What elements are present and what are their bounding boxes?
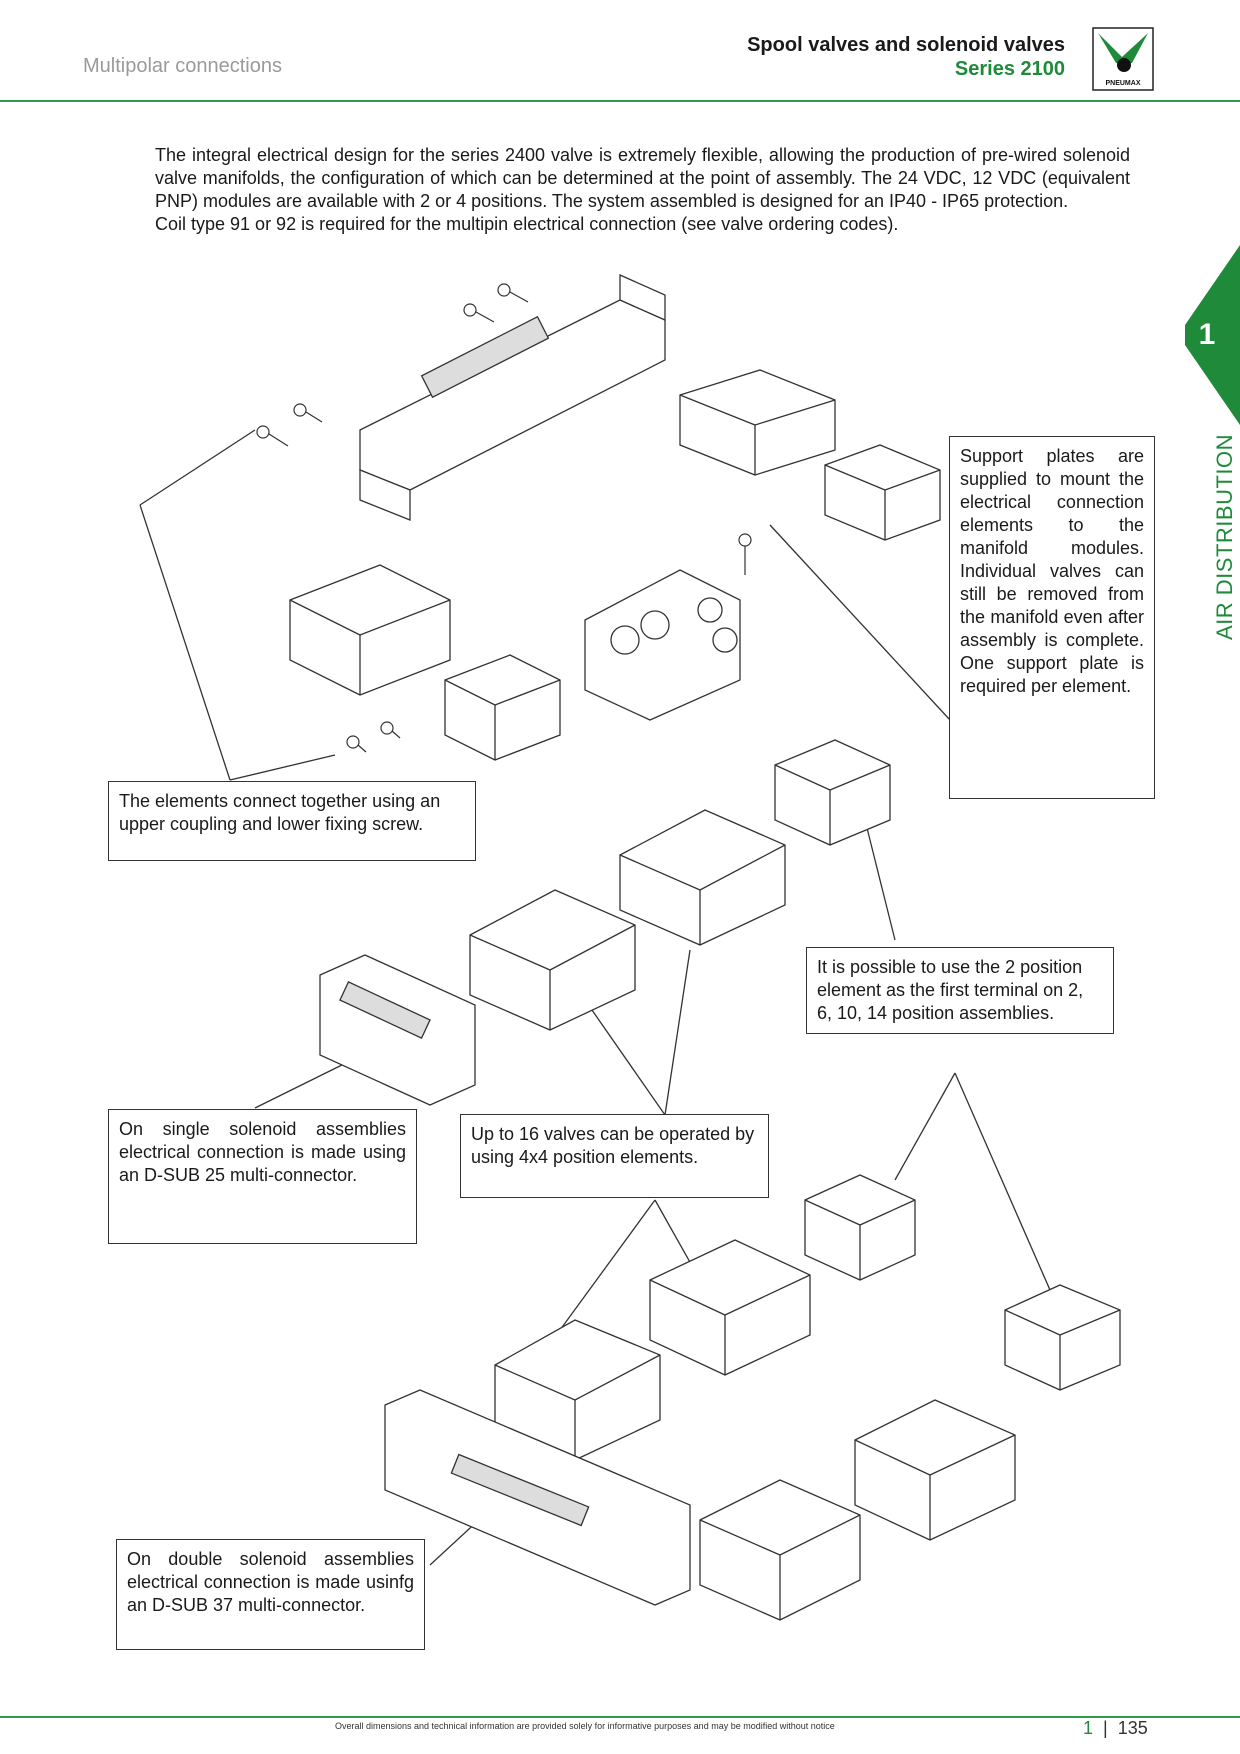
- logo-text: PNEUMAX: [1105, 80, 1140, 87]
- exploded-assembly-drawing: [139, 273, 1121, 1621]
- leader-line: [954, 1072, 1051, 1291]
- leader-line: [139, 429, 256, 506]
- leader-line: [894, 1072, 956, 1181]
- leader-line: [254, 1059, 353, 1109]
- connection-elements: [289, 369, 941, 761]
- intro-paragraph-2: Coil type 91 or 92 is required for the m…: [155, 214, 899, 234]
- header-title: Spool valves and solenoid valves Series …: [747, 33, 1065, 81]
- callout-single-solenoid: On single solenoid assemblies electrical…: [108, 1109, 417, 1244]
- leader-line: [664, 949, 691, 1116]
- intro-paragraph-1: The integral electrical design for the s…: [155, 145, 1130, 211]
- chapter-number: 1: [1198, 318, 1216, 351]
- dsub25-connector: [319, 954, 476, 1106]
- header-rule: [0, 100, 1240, 102]
- header-title-line1: Spool valves and solenoid valves: [747, 34, 1065, 56]
- leader-line: [769, 524, 951, 721]
- header-series: Series 2100: [954, 58, 1065, 80]
- footer-page: 135: [1117, 1718, 1148, 1738]
- leader-line: [139, 504, 231, 781]
- page-number: 1 | 135: [1083, 1718, 1148, 1739]
- callout-elements-connect: The elements connect together using an u…: [108, 781, 476, 861]
- callout-up-to-16: Up to 16 valves can be operated by using…: [460, 1114, 769, 1198]
- section-label: Multipolar connections: [83, 55, 282, 77]
- pneumax-logo: PNEUMAX: [1092, 27, 1154, 91]
- footer-disclaimer: Overall dimensions and technical informa…: [335, 1721, 835, 1731]
- leader-line: [559, 1199, 656, 1331]
- callout-two-position: It is possible to use the 2 position ele…: [806, 947, 1114, 1034]
- footer-chapter: 1: [1083, 1718, 1094, 1738]
- leader-line: [584, 999, 666, 1116]
- page-separator: |: [1098, 1718, 1113, 1738]
- screws: [256, 283, 752, 753]
- chapter-tab: [1185, 245, 1240, 425]
- leader-line: [864, 819, 896, 941]
- position-elements-lower: [384, 1174, 1121, 1621]
- position-elements-middle: [319, 739, 891, 1106]
- callout-double-solenoid: On double solenoid assemblies electrical…: [116, 1539, 425, 1650]
- intro-text: The integral electrical design for the s…: [155, 144, 1130, 236]
- footer-rule: [0, 1716, 1240, 1718]
- leader-line: [229, 754, 336, 781]
- callout-support-plates: Support plates are supplied to mount the…: [949, 436, 1155, 799]
- dsub-housing-top: [359, 273, 666, 521]
